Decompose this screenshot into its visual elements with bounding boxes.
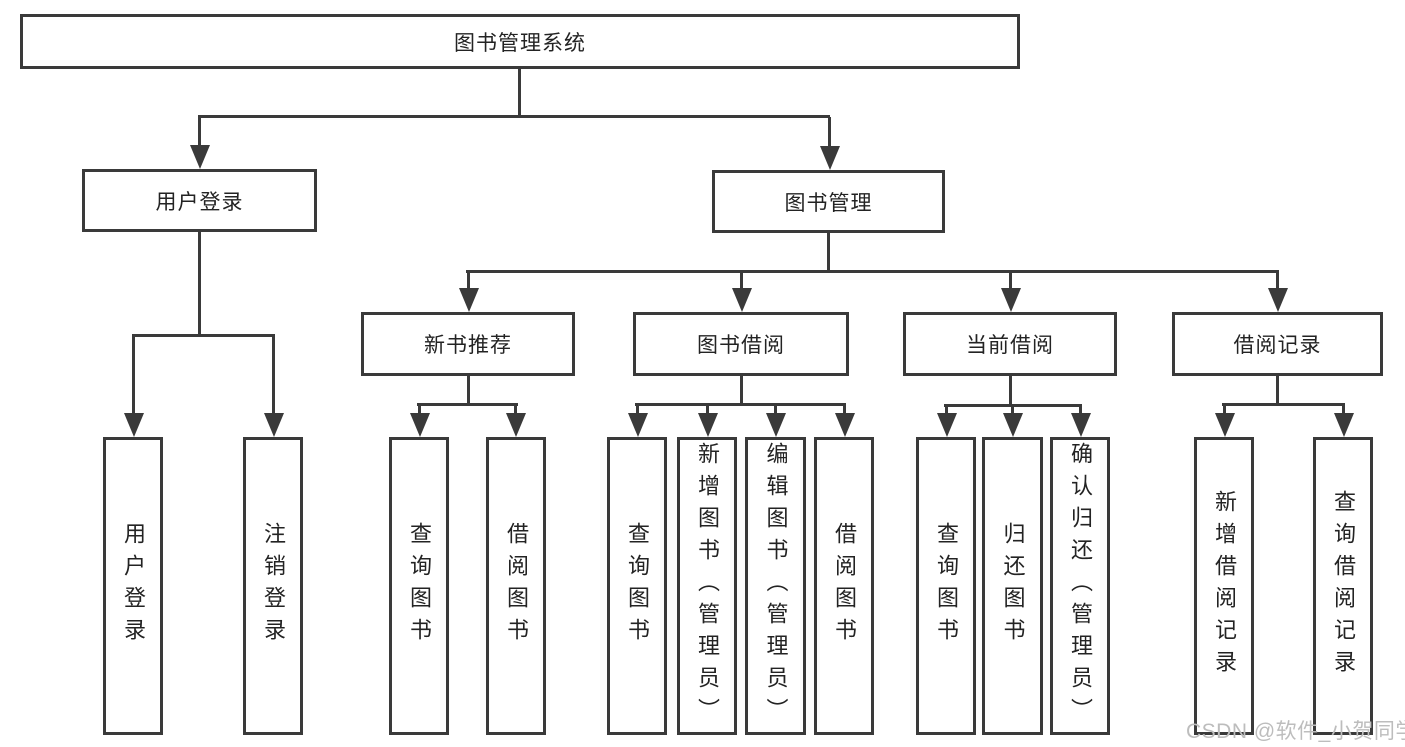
leaf-borrow-books-recommend: 借阅图书 [486, 437, 546, 735]
connector-arrow [765, 405, 786, 437]
connector-arrow [505, 405, 526, 437]
connector-line [1222, 403, 1345, 406]
leaf-query-books-current: 查询图书 [916, 437, 976, 735]
watermark-text: CSDN @软件_小贺同学 [1186, 720, 1405, 743]
connector-line [132, 334, 275, 337]
leaf-logout: 注销登录 [243, 437, 303, 735]
connector-line [198, 115, 830, 118]
connector-arrow [1333, 405, 1354, 437]
connector-arrow [627, 405, 648, 437]
connector-arrow [1002, 406, 1023, 437]
leaf-query-borrow-record: 查询借阅记录 [1313, 437, 1373, 735]
connector-arrow [123, 336, 144, 437]
connector-line [944, 404, 1082, 407]
connector-line [467, 376, 470, 405]
node-root: 图书管理系统 [20, 14, 1020, 69]
leaf-confirm-return-admin: 确认归还（管理员） [1050, 437, 1110, 735]
leaf-add-borrow-record: 新增借阅记录 [1194, 437, 1254, 735]
connector-line [740, 376, 743, 405]
leaf-return-book: 归还图书 [982, 437, 1043, 735]
connector-line [198, 232, 201, 336]
node-user-login-branch: 用户登录 [82, 169, 317, 232]
node-new-book-recommend: 新书推荐 [361, 312, 575, 376]
node-book-borrowing: 图书借阅 [633, 312, 849, 376]
node-borrowing-records: 借阅记录 [1172, 312, 1383, 376]
leaf-edit-book-admin: 编辑图书（管理员） [745, 437, 806, 735]
leaf-query-books-recommend: 查询图书 [389, 437, 449, 735]
connector-line [466, 270, 1279, 273]
leaf-user-login: 用户登录 [103, 437, 163, 735]
connector-line [417, 403, 518, 406]
connector-arrow [834, 405, 855, 437]
connector-line [1009, 376, 1012, 406]
node-current-borrowing: 当前借阅 [903, 312, 1117, 376]
connector-line [827, 233, 830, 272]
connector-line [635, 403, 846, 406]
connector-arrow [1070, 406, 1091, 437]
connector-arrow [819, 117, 840, 170]
connector-arrow [1214, 405, 1235, 437]
connector-arrow [458, 271, 479, 312]
connector-arrow [189, 117, 210, 169]
connector-arrow [409, 405, 430, 437]
connector-arrow [731, 271, 752, 312]
leaf-add-book-admin: 新增图书（管理员） [677, 437, 737, 735]
leaf-query-books-borrowing: 查询图书 [607, 437, 667, 735]
connector-line [1276, 376, 1279, 405]
connector-arrow [697, 405, 718, 437]
node-book-management: 图书管理 [712, 170, 945, 233]
leaf-borrow-books: 借阅图书 [814, 437, 874, 735]
connector-arrow [1000, 271, 1021, 312]
connector-line [518, 69, 521, 117]
connector-arrow [1267, 271, 1288, 312]
connector-arrow [936, 406, 957, 437]
connector-arrow [263, 336, 284, 437]
